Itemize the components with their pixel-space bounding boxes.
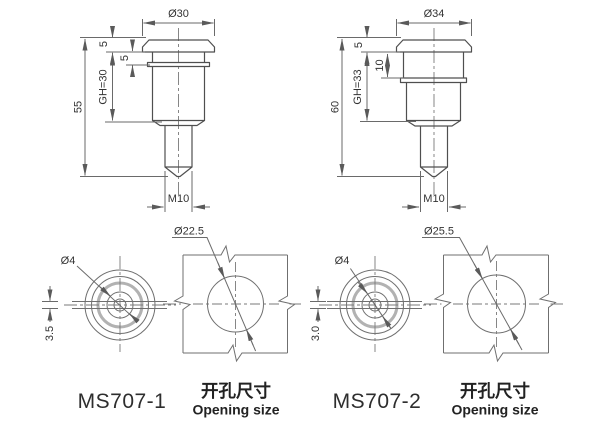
- label-slot-width: 3.0: [310, 326, 322, 341]
- part-outline: [395, 39, 473, 178]
- label-grip-height: GH=30: [98, 69, 110, 104]
- label-thread: M10: [423, 193, 444, 205]
- label-diameter-top: Ø30: [168, 8, 189, 20]
- label-neck-height: 10: [374, 59, 386, 71]
- dia4-arrow-upper: [99, 286, 111, 297]
- opening-size-en-2: Opening size: [451, 402, 538, 418]
- slot-extension-lines: [42, 301, 58, 309]
- label-dia4: Ø4: [335, 255, 350, 267]
- model-label-2: MS707-2: [333, 390, 422, 413]
- front-view-ms707-1: 3.5 Ø4: [42, 255, 176, 352]
- part-outline: [141, 39, 216, 178]
- label-neck-height: 5: [119, 55, 131, 61]
- label-total-height: 60: [330, 101, 342, 113]
- panel-outline-with-breaks: [433, 244, 557, 363]
- dia4-arrow-lower: [129, 313, 140, 324]
- label-diameter-top: Ø34: [424, 8, 445, 20]
- model-label-1: MS707-1: [78, 390, 167, 413]
- slot-extension-lines: [310, 301, 326, 309]
- label-cap-height: 5: [98, 41, 110, 47]
- side-view-ms707-2: Ø34 60 5 GH=33 10 M10: [330, 8, 473, 212]
- label-total-height: 55: [73, 101, 85, 113]
- opening-size-cn-1: 开孔尺寸: [201, 381, 271, 401]
- dia25-arrow-upper: [473, 263, 483, 280]
- opening-size-cn-2: 开孔尺寸: [460, 381, 530, 401]
- label-slot-width: 3.5: [44, 326, 56, 341]
- opening-size-en-1: Opening size: [192, 402, 279, 418]
- dia22-arrow-upper: [217, 262, 225, 279]
- label-cap-height: 5: [353, 42, 365, 48]
- dia25-arrow-lower: [510, 328, 520, 345]
- label-dia4: Ø4: [61, 255, 76, 267]
- front-view-ms707-2: 3.0 Ø4: [310, 255, 431, 352]
- leader-line-dia22: [172, 237, 257, 352]
- label-opening-dia: Ø25.5: [424, 226, 454, 238]
- opening-size-panel-2: Ø25.5: [422, 226, 563, 363]
- slot-lines: [327, 301, 422, 309]
- label-thread: M10: [168, 193, 189, 205]
- leader-line-dia25: [422, 237, 523, 351]
- opening-size-panel-1: Ø22.5: [163, 226, 301, 363]
- panel-outline-with-breaks: [173, 244, 296, 363]
- dia4-arrow-upper: [357, 281, 368, 294]
- label-opening-dia: Ø22.5: [174, 226, 204, 238]
- slot-lines: [72, 301, 167, 309]
- side-view-ms707-1: Ø30 55 5 GH=30 5 M10: [73, 8, 216, 212]
- label-grip-height: GH=33: [352, 69, 364, 104]
- dia22-arrow-lower: [246, 329, 254, 346]
- dia4-arrow-lower: [382, 316, 392, 329]
- captions: MS707-1 开孔尺寸 Opening size MS707-2 开孔尺寸 O…: [78, 381, 539, 418]
